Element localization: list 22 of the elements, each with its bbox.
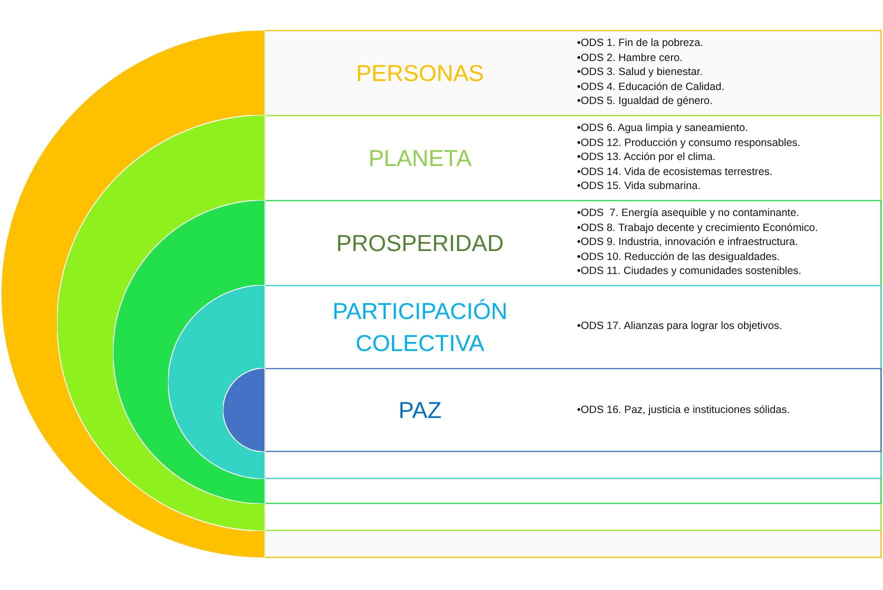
goal-item: •ODS 16. Paz, justicia e instituciones sólidas. xyxy=(577,402,791,418)
goal-item: •ODS 10. Reducción de las desigualdades. xyxy=(577,250,781,264)
category-heading: PARTICIPACIÓN COLECTIVA xyxy=(331,296,509,358)
category-heading: PLANETA xyxy=(367,144,473,172)
goal-item: •ODS 7. Energía asequible y no contaminante. xyxy=(577,206,800,221)
goal-item: •ODS 11. Ciudades y comunidades sostenibles. xyxy=(577,264,802,279)
goal-item: •ODS 8. Trabajo decente y crecimiento Económico. xyxy=(577,220,820,236)
goal-item: •ODS 5. Igualdad de género. xyxy=(577,94,714,109)
goal-item: •ODS 12. Producción y consumo responsables. xyxy=(577,136,802,150)
goal-item: •ODS 6. Agua limpia y saneamiento. xyxy=(577,121,749,136)
goal-item: •ODS 17. Alianzas para lograr los objetivos. xyxy=(577,319,784,334)
goal-item: •ODS 14. Vida de ecosistemas terrestres. xyxy=(577,164,774,180)
category-heading: PAZ xyxy=(397,396,443,425)
category-heading: PERSONAS xyxy=(355,58,485,88)
goal-item: •ODS 15. Vida submarina. xyxy=(577,179,702,194)
goal-item: •ODS 9. Industria, innovación e infraestructura. xyxy=(577,235,799,250)
category-heading: PROSPERIDAD xyxy=(335,228,505,258)
goal-item: •ODS 2. Hambre cero. xyxy=(577,50,684,66)
goal-item: •ODS 4. Educación de Calidad. xyxy=(577,80,726,94)
goal-item: •ODS 3. Salud y bienestar. xyxy=(577,65,704,80)
goal-item: •ODS 1. Fin de la pobreza. xyxy=(577,36,704,51)
goal-item: •ODS 13. Acción por el clima. xyxy=(577,150,717,165)
